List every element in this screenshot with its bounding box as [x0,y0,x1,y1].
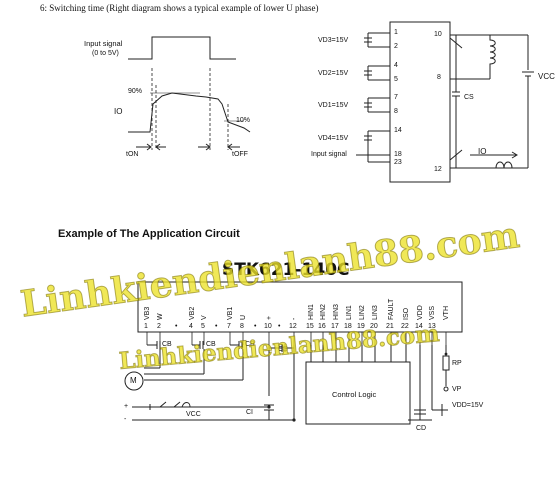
pin-num-14: 14 [415,323,423,330]
pct90-label: 90% [128,88,143,95]
pin-num-8: 8 [240,323,244,330]
switching-time-heading: 6: Switching time (Right diagram shows a… [40,3,319,13]
vd4-label: VD4=15V [318,135,349,142]
pct10-label: 10% [236,117,251,124]
pin-num-1: 1 [144,323,148,330]
pin-name-fault: FAULT [388,298,395,320]
pin-name-vb3: VB3 [144,306,151,320]
input-signal-label: Input signal [84,39,123,48]
pin-num-dot3: • [254,323,257,330]
control-logic-box [305,361,411,425]
io-label: IO [114,107,123,116]
pin-name-lin1: LIN1 [346,305,353,320]
cb1-label: CB [162,341,172,348]
ic-pin-18: 18 [394,151,402,158]
vcc-app-label: VCC [186,411,201,418]
pin-name-lin3: LIN3 [372,305,379,320]
stk-module-body [137,281,463,333]
motor-label: M [130,376,137,385]
pin-name-u: U [240,314,247,320]
pin-name-plus: + [266,315,273,320]
pin-num-19: 19 [357,323,365,330]
rp-label: RP [452,360,462,367]
pin-num-10: 10 [264,323,272,330]
vdd-supply-label: VDD=15V [452,402,484,409]
vd3-label: VD3=15V [318,37,349,44]
pin-num-2: 2 [157,323,161,330]
ic-pin-14: 14 [394,127,402,134]
vd1-label: VD1=15V [318,102,349,109]
minus-terminal-label: - [124,416,127,423]
cd-label: CD [416,425,427,432]
pin-num-dot2: • [215,323,218,330]
ton-label: tON [126,151,139,158]
pin-name-hin2: HIN2 [320,304,327,320]
ic-pin-1: 1 [394,29,398,36]
ic-input-signal-label: Input signal [311,151,347,158]
plus-terminal-label: + [124,403,129,410]
pin-name-vb1: VB1 [227,306,234,320]
pin-name-vb2: VB2 [189,306,196,320]
pin-name-hin3: HIN3 [333,304,340,320]
vp-label: VP [452,386,462,393]
motor-symbol [124,371,144,391]
ic-pin-5: 5 [394,76,398,83]
application-circuit-title: Example of The Application Circuit [58,228,240,240]
pin-num-17: 17 [331,323,339,330]
part-number: STK621-140C [222,260,350,280]
pin-name-w: W [157,313,164,320]
pin-num-dot1: • [175,323,178,330]
pin-num-16: 16 [318,323,326,330]
cb3-label: CB [245,341,255,348]
cs-label: CS [464,94,474,101]
cs-app-label: CS [278,346,288,353]
pin-name-minus: - [291,317,298,320]
ic-pin-23: 23 [394,159,402,166]
input-signal-waveform [128,36,236,60]
ic-pin-8-right: 8 [437,74,441,81]
pin-num-4: 4 [189,323,193,330]
ic-block [389,21,451,183]
io-right-label: IO [478,147,487,156]
control-logic-label: Control Logic [332,390,377,399]
vcc-label: VCC [538,72,555,81]
ic-pin-4: 4 [394,62,398,69]
cb2-label: CB [206,341,216,348]
pin-num-18: 18 [344,323,352,330]
pin-num-20: 20 [370,323,378,330]
pin-num-13: 13 [428,323,436,330]
ic-pin-7: 7 [394,94,398,101]
ic-pin-10: 10 [434,31,442,38]
pin-num-7: 7 [227,323,231,330]
io-current-waveform [128,92,251,133]
pin-num-15: 15 [306,323,314,330]
pin-name-vss: VSS [429,305,436,320]
ci-label: CI [246,409,253,416]
pin-num-12: 12 [289,323,297,330]
ic-pin-12: 12 [434,166,442,173]
pin-name-vdd: VDD [417,305,424,320]
pin-num-21: 21 [386,323,394,330]
pin-name-v: V [201,315,208,320]
input-range-label: (0 to 5V) [92,50,119,57]
pin-num-5: 5 [201,323,205,330]
vd2-label: VD2=15V [318,70,349,77]
pin-num-22: 22 [401,323,409,330]
ic-pin-8: 8 [394,108,398,115]
toff-label: tOFF [232,151,248,158]
ic-pin-2: 2 [394,43,398,50]
pin-name-hin1: HIN1 [308,304,315,320]
pin-num-dot4: • [278,323,281,330]
pin-name-iso: ISO [403,307,410,320]
pin-name-lin2: LIN2 [359,305,366,320]
pin-name-vth: VTH [443,306,450,320]
